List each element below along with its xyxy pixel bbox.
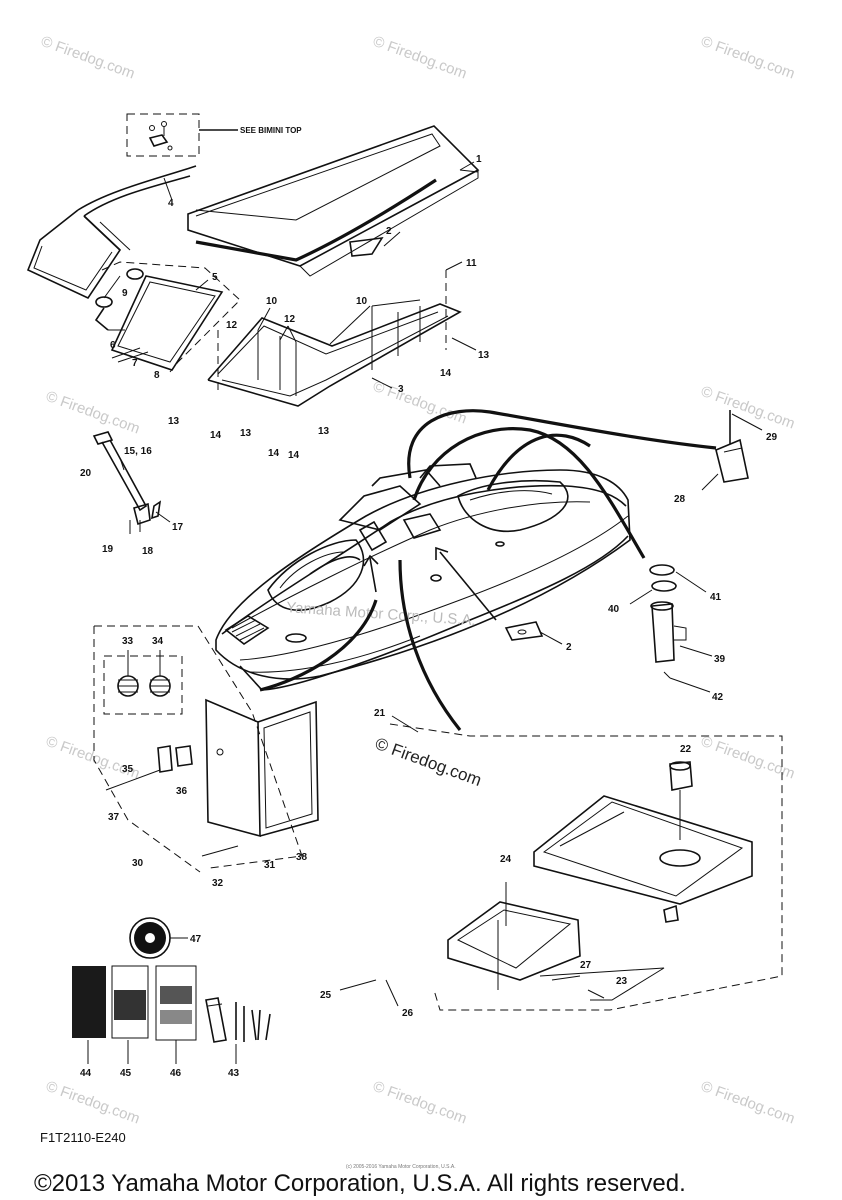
callout-6: 6: [110, 340, 116, 351]
callout-47: 47: [190, 934, 202, 945]
callout-33: 33: [122, 636, 134, 647]
watermark: © Firedog.com: [44, 733, 142, 783]
callout-25: 25: [320, 990, 332, 1001]
callout-13: 13: [478, 350, 490, 361]
parts-43-46-manuals-tools: [72, 965, 271, 1064]
callout-14: 14: [440, 368, 452, 379]
watermark: © Firedog.com: [44, 1078, 142, 1128]
callout-3: 3: [398, 384, 404, 395]
callout-23: 23: [616, 976, 628, 987]
callout-26: 26: [402, 1008, 414, 1019]
figure-code: F1T2110-E240: [40, 1130, 126, 1145]
watermark: © Firedog.com: [371, 1078, 469, 1128]
callout-10: 10: [356, 296, 368, 307]
callout-39: 39: [714, 654, 726, 665]
callout-4: 4: [168, 198, 174, 209]
callout-45: 45: [120, 1068, 132, 1079]
callout-11: 11: [466, 258, 477, 269]
callout-44: 44: [80, 1068, 92, 1079]
parts-21-27-cooler: [339, 715, 783, 1011]
watermark: © Firedog.com: [699, 33, 797, 83]
callout-35: 35: [122, 764, 134, 775]
watermark: © Firedog.com: [699, 383, 797, 433]
callout-8: 8: [154, 370, 160, 381]
callout-13: 13: [318, 426, 330, 437]
part-4-windshield-frame: [26, 165, 197, 300]
callout-43: 43: [228, 1068, 240, 1079]
callout-17: 17: [172, 522, 184, 533]
callout-19: 19: [102, 544, 114, 555]
callout-30: 30: [132, 858, 144, 869]
callout-31: 31: [264, 860, 276, 871]
callout-15-16: 15, 16: [124, 446, 152, 457]
callout-18: 18: [142, 546, 154, 557]
callout-32: 32: [212, 878, 224, 889]
callout-2: 2: [386, 226, 392, 237]
callout-9: 9: [122, 288, 128, 299]
watermark: © Firedog.com: [699, 1078, 797, 1128]
callout-41: 41: [710, 592, 722, 603]
callout-2: 2: [566, 642, 572, 653]
callout-5: 5: [212, 272, 218, 283]
callout-13: 13: [168, 416, 180, 427]
callout-27: 27: [580, 960, 592, 971]
parts-15-20-post: [92, 431, 162, 534]
part-47-disc: [129, 917, 188, 959]
callout-29: 29: [766, 432, 778, 443]
part-3-rail: [207, 270, 462, 407]
parts-39-42-cup: [629, 564, 713, 693]
callout-labels: 1 2 2 3 4 5 6 7 8 9 10 10 11 12 12 13 13…: [80, 154, 778, 1079]
callout-38: 38: [296, 852, 308, 863]
callout-37: 37: [108, 812, 120, 823]
callout-7: 7: [132, 358, 138, 369]
callout-36: 36: [176, 786, 188, 797]
callout-46: 46: [170, 1068, 182, 1079]
callout-21: 21: [374, 708, 386, 719]
callout-10: 10: [266, 296, 278, 307]
callout-22: 22: [680, 744, 692, 755]
watermark: © Firedog.com: [371, 33, 469, 83]
watermark: © Firedog.com: [44, 388, 142, 438]
note-see-bimini: SEE BIMINI TOP: [240, 126, 302, 135]
callout-42: 42: [712, 692, 724, 703]
parts-28-29-holder: [701, 410, 763, 491]
copyright: ©2013 Yamaha Motor Corporation, U.S.A. A…: [34, 1170, 686, 1197]
watermark-center: © Firedog.com: [373, 734, 484, 790]
callout-13: 13: [240, 428, 252, 439]
callout-12: 12: [226, 320, 238, 331]
part-5-window-frame: [94, 261, 241, 373]
watermarks: © Firedog.com © Firedog.com © Firedog.co…: [39, 33, 797, 1128]
callout-14: 14: [210, 430, 222, 441]
callout-40: 40: [608, 604, 620, 615]
callout-28: 28: [674, 494, 686, 505]
callout-1: 1: [476, 154, 482, 165]
tiny-copyright: (c) 2005-2016 Yamaha Motor Corporation, …: [346, 1164, 456, 1170]
leader-lines: [119, 177, 477, 523]
bimini-hardware: SEE BIMINI TOP: [126, 113, 302, 157]
callout-14: 14: [268, 448, 280, 459]
callout-14: 14: [288, 450, 300, 461]
ghost-text: Yamaha Motor Corp., U.S.A.: [286, 599, 477, 629]
callout-12: 12: [284, 314, 296, 325]
watermark: © Firedog.com: [39, 33, 137, 83]
parts-30-38-locker: [93, 625, 319, 873]
callout-34: 34: [152, 636, 164, 647]
callout-24: 24: [500, 854, 512, 865]
part-2-bracket: [504, 621, 563, 645]
callout-20: 20: [80, 468, 92, 479]
part-1-canopy: [187, 125, 480, 277]
